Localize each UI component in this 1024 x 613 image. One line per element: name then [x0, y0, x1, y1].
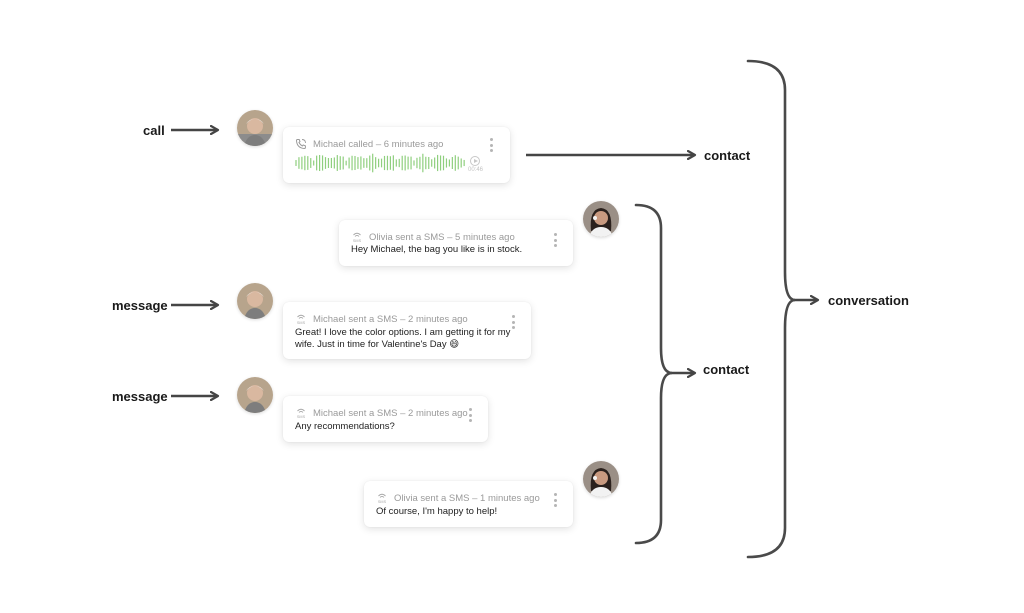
kebab-menu-icon[interactable]: [468, 408, 472, 422]
olivia-sms-card[interactable]: SMS Olivia sent a SMS – 1 minutes ago Of…: [364, 481, 573, 527]
michael-sms-card[interactable]: SMS Michael sent a SMS – 2 minutes ago A…: [283, 396, 488, 442]
sms-header: Olivia sent a SMS – 1 minutes ago: [394, 492, 540, 504]
call-card-header: Michael called – 6 minutes ago: [313, 138, 444, 150]
kebab-menu-icon[interactable]: [489, 138, 493, 152]
olivia-avatar: [583, 201, 619, 237]
olivia-avatar: [583, 461, 619, 497]
kebab-menu-icon[interactable]: [511, 315, 515, 329]
sms-body: Any recommendations?: [295, 421, 395, 432]
message-label-2: message: [112, 389, 168, 404]
play-icon[interactable]: [470, 156, 480, 166]
phone-call-icon: [295, 139, 306, 150]
sms-icon: SMS: [378, 493, 387, 504]
svg-text:SMS: SMS: [378, 500, 387, 504]
sms-icon: SMS: [353, 232, 362, 243]
sms-header: Michael sent a SMS – 2 minutes ago: [313, 407, 468, 419]
contact-brace: [634, 203, 673, 545]
sms-body: Hey Michael, the bag you like is in stoc…: [351, 244, 523, 255]
michael-avatar: [237, 110, 273, 146]
call-label: call: [143, 123, 165, 138]
svg-text:SMS: SMS: [353, 239, 362, 243]
call-card[interactable]: Michael called – 6 minutes ago 00:46: [283, 127, 510, 183]
svg-text:SMS: SMS: [297, 415, 306, 419]
kebab-menu-icon[interactable]: [553, 493, 557, 507]
sms-header: Olivia sent a SMS – 5 minutes ago: [369, 231, 515, 243]
michael-sms-card[interactable]: SMS Michael sent a SMS – 2 minutes ago G…: [283, 302, 531, 359]
svg-text:SMS: SMS: [297, 321, 306, 325]
audio-waveform[interactable]: [295, 153, 470, 173]
conversation-label: conversation: [828, 293, 909, 308]
conversation-brace: [746, 59, 796, 559]
call-duration: 00:46: [468, 167, 484, 173]
sms-header: Michael sent a SMS – 2 minutes ago: [313, 313, 468, 325]
michael-avatar: [237, 283, 273, 319]
sms-body-line-2: wife. Just in time for Valentine's Day 😄: [295, 339, 460, 350]
sms-icon: SMS: [297, 314, 306, 325]
contact-label-top: contact: [704, 148, 751, 163]
message-label-1: message: [112, 298, 168, 313]
sms-body: Of course, I'm happy to help!: [376, 506, 498, 517]
contact-label-middle: contact: [703, 362, 750, 377]
sms-body-line-1: Great! I love the color options. I am ge…: [295, 327, 511, 338]
sms-icon: SMS: [297, 408, 306, 419]
olivia-sms-card[interactable]: SMS Olivia sent a SMS – 5 minutes ago He…: [339, 220, 573, 266]
michael-avatar: [237, 377, 273, 413]
kebab-menu-icon[interactable]: [553, 233, 557, 247]
